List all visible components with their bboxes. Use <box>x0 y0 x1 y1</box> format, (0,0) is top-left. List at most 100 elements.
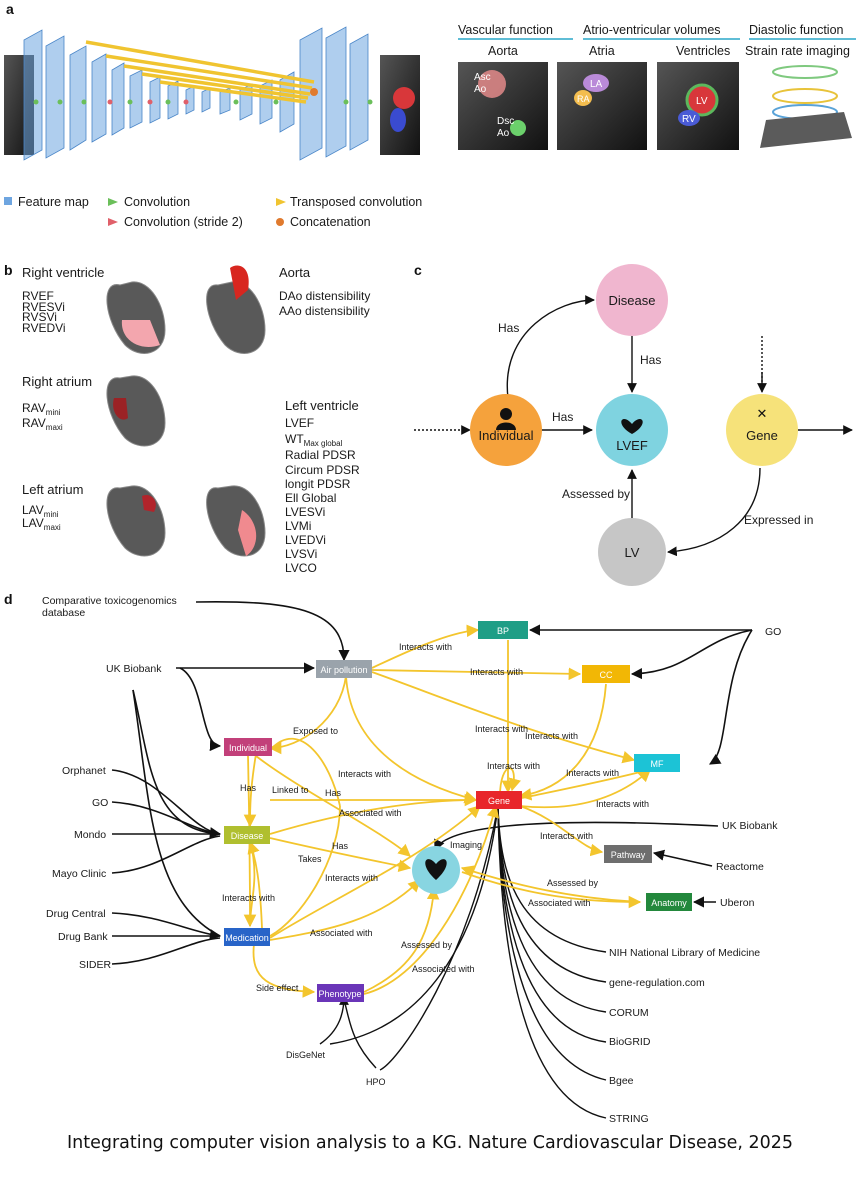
edge-aw-3: Associated with <box>412 964 475 974</box>
lv-lvef: LVEF <box>285 416 314 430</box>
src-drugcentral: Drug Central <box>46 908 106 920</box>
label-asc: Asc <box>474 72 491 83</box>
src-ukb-2: UK Biobank <box>722 820 778 832</box>
label-ao-1: Ao <box>474 84 487 95</box>
edge-individual-disease <box>506 295 595 399</box>
kg-node-medication <box>224 928 270 946</box>
node-disease-label: Disease <box>609 293 656 308</box>
label-rv: RV <box>682 114 696 125</box>
la-region <box>583 74 609 92</box>
src-uberon: Uberon <box>720 897 755 909</box>
aorta-title: Aorta <box>279 265 311 280</box>
segmentation-rv <box>390 108 406 132</box>
kg-node-bp-label: BP <box>497 626 509 636</box>
rv-item-0: RVEF <box>22 289 54 303</box>
source-edges <box>111 600 753 965</box>
legend-convolution-icon <box>108 198 118 206</box>
heart-illustration-lv <box>206 485 266 557</box>
node-lv-label: LV <box>625 545 640 560</box>
edge-i3: Interacts with <box>475 724 528 734</box>
edge-label-has-3: Has <box>552 410 573 424</box>
panel-d-label: d <box>4 591 13 607</box>
legend-conv-stride: Convolution (stride 2) <box>124 215 243 229</box>
lv-item-2: longit PDSR <box>285 477 351 491</box>
skip-connections <box>85 40 315 104</box>
unet-network <box>23 26 369 161</box>
gene-resource-fan <box>319 805 607 1119</box>
src-orphanet: Orphanet <box>62 765 106 777</box>
node-individual-label: Individual <box>479 428 534 443</box>
panel-d: d <box>4 591 781 1125</box>
src-nih: NIH National Library of Medicine <box>609 947 760 959</box>
lv-item-6: LVEDVi <box>285 533 326 547</box>
lv-item-4: LVESVi <box>285 505 325 519</box>
node-gene <box>726 394 798 466</box>
figure-caption: Integrating computer vision analysis to … <box>66 1133 794 1153</box>
panel-b: b Right ventricle RVEF RVESVi RVSVi RVED… <box>4 262 370 575</box>
label-la: LA <box>590 79 603 90</box>
edge-i9: Interacts with <box>540 831 593 841</box>
strain-base <box>760 112 852 148</box>
panel-a: a <box>4 1 856 229</box>
legend-convolution: Convolution <box>124 195 190 209</box>
dna-icon: ✕ <box>757 406 768 421</box>
edge-i6: Interacts with <box>566 768 619 778</box>
panel-b-label: b <box>4 262 13 278</box>
kg-node-cc <box>582 665 630 683</box>
lv-item-0: Radial PDSR <box>285 448 356 462</box>
kg-heart-icon <box>425 859 447 880</box>
aorta-item-1: AAo distensibility <box>279 304 370 318</box>
label-lv: LV <box>696 96 708 107</box>
edge-gene-lv <box>667 467 761 557</box>
sub-atria: Atria <box>589 44 615 58</box>
sub-strain: Strain rate imaging <box>745 44 850 58</box>
lv-wt: WTMax global <box>285 432 343 448</box>
heart-illustration-la <box>106 485 166 557</box>
edge-side-effect: Side effect <box>256 983 299 993</box>
edge-i5: Interacts with <box>487 761 540 771</box>
node-disease <box>596 264 668 336</box>
panel-a-label: a <box>6 1 14 17</box>
kg-node-anatomy-label: Anatomy <box>651 898 687 908</box>
lv-item-7: LVSVi <box>285 547 317 561</box>
segmentation-lv <box>393 87 415 109</box>
edge-interacts-med: Interacts with <box>222 893 275 903</box>
edge-label-has-2: Has <box>640 353 661 367</box>
node-lv <box>598 518 666 586</box>
kg-node-air-label: Air pollution <box>320 665 367 675</box>
lv-item-3: Ell Global <box>285 491 336 505</box>
rv-item-2: RVSVi <box>22 310 57 324</box>
kg-node-bp <box>478 621 528 639</box>
ra-region <box>574 90 592 106</box>
edge-assessed-2: Assessed by <box>547 878 599 888</box>
aorta-item-0: DAo distensibility <box>279 289 370 303</box>
rv-item-3: RVEDVi <box>22 321 66 335</box>
kg-node-phenotype-label: Phenotype <box>318 989 361 999</box>
legend-stride-icon <box>108 218 118 226</box>
person-icon-body <box>496 422 516 430</box>
heart-illustration-rv <box>106 281 166 354</box>
edge-aw-4: Associated with <box>528 898 591 908</box>
edge-linked: Linked to <box>272 785 309 795</box>
rav-mini: RAVmini <box>22 401 61 417</box>
src-mondo: Mondo <box>74 829 106 841</box>
edge-exposed: Exposed to <box>293 726 338 736</box>
src-disgenet: DisGeNet <box>286 1050 326 1060</box>
kg-node-disease <box>224 826 270 844</box>
edge-label-expressed: Expressed in <box>744 513 813 527</box>
label-ra: RA <box>577 94 590 104</box>
edge-imaging: Imaging <box>450 840 482 850</box>
src-drugbank: Drug Bank <box>58 931 108 943</box>
heart-icon <box>621 418 643 434</box>
lv-item-8: LVCO <box>285 561 317 575</box>
figure-canvas: a <box>4 1 856 1125</box>
kg-node-anatomy <box>646 893 692 911</box>
kg-node-gene-label: Gene <box>488 796 510 806</box>
kg-node-gene <box>476 791 522 809</box>
legend-concat-icon <box>276 218 284 226</box>
ra-title: Right atrium <box>22 374 92 389</box>
edge-has-1: Has <box>240 783 257 793</box>
src-corum: CORUM <box>609 1007 649 1019</box>
kg-node-cc-label: CC <box>600 670 613 680</box>
src-mayo: Mayo Clinic <box>52 868 106 880</box>
